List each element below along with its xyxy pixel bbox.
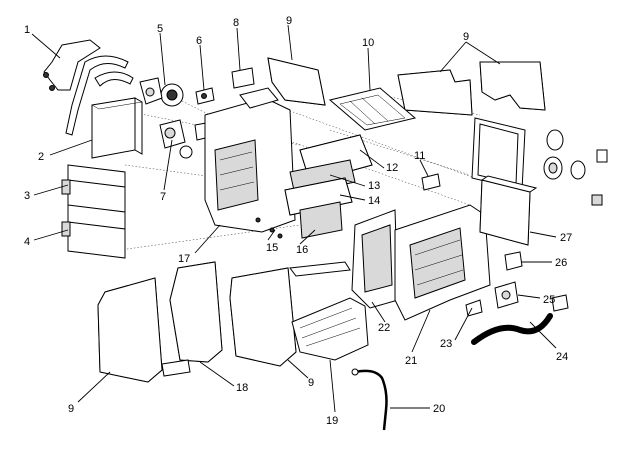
part-1-pipe-bracket (43, 39, 134, 136)
callout-3: 3 (24, 190, 30, 202)
callout-18: 18 (236, 382, 248, 394)
part-17-left-case (204, 87, 296, 233)
callout-9-mid: 9 (308, 377, 314, 389)
part-14-vane (284, 177, 353, 216)
callout-14: 14 (368, 195, 380, 207)
callout-12: 12 (386, 162, 398, 174)
callout-19: 19 (326, 415, 338, 427)
callout-20: 20 (433, 403, 445, 415)
part-2-heater-core (91, 97, 143, 159)
callout-5: 5 (157, 23, 163, 35)
callout-23: 23 (440, 338, 452, 350)
part-22-center-case (351, 209, 399, 309)
part-18-duct (161, 261, 223, 377)
callout-2: 2 (38, 151, 44, 163)
part-9-right-panel-b (479, 61, 546, 111)
callout-24: 24 (556, 351, 568, 363)
part-11-clip (421, 173, 441, 191)
callout-4: 4 (24, 236, 30, 248)
part-frame-outline (471, 117, 526, 191)
part-9-right-panel-a (397, 69, 473, 116)
callout-9-top: 9 (286, 15, 292, 27)
part-15-screws (255, 217, 283, 239)
part-10-filter-frame (328, 87, 417, 131)
callout-17: 17 (178, 253, 190, 265)
part-24-hose (471, 313, 553, 345)
callout-7: 7 (160, 191, 166, 203)
part-6-linkage (195, 87, 215, 105)
part-9-lower-mid-panel (229, 267, 297, 367)
callout-22: 22 (378, 322, 390, 334)
callout-27: 27 (560, 232, 572, 244)
part-middle-bar (289, 261, 351, 277)
part-round-caps (543, 129, 608, 206)
callout-10: 10 (362, 37, 374, 49)
callout-8: 8 (233, 17, 239, 29)
part-25-actuator (494, 281, 569, 312)
callout-6: 6 (196, 35, 202, 47)
callout-16: 16 (296, 244, 308, 256)
part-4-core (61, 204, 126, 259)
callout-13: 13 (368, 180, 380, 192)
part-9-top-panel (267, 57, 326, 106)
part-19-lower-tray (291, 297, 369, 361)
callout-15: 15 (266, 242, 278, 254)
part-9-lower-left-panel (97, 277, 163, 383)
part-21-right-case (394, 204, 491, 321)
callout-21: 21 (405, 355, 417, 367)
callout-11: 11 (414, 150, 425, 162)
part-27-evaporator (479, 175, 538, 246)
part-8-bracket (231, 67, 255, 89)
callout-26: 26 (555, 257, 567, 269)
part-23-fitting (465, 299, 483, 317)
callout-labels: 1 2 3 4 5 6 7 8 9 9 9 9 9 10 11 12 13 14… (24, 15, 572, 427)
callout-25: 25 (543, 294, 555, 306)
part-7-actuator (159, 119, 215, 159)
callout-9-left: 9 (68, 403, 74, 415)
leader-lines (31, 24, 557, 413)
part-26-actuator (504, 251, 523, 271)
part-20-drain-tube (351, 368, 388, 431)
callout-1: 1 (24, 24, 30, 36)
part-5-motor (139, 77, 184, 107)
part-16-vane (299, 201, 343, 239)
callout-9-right: 9 (463, 31, 469, 43)
